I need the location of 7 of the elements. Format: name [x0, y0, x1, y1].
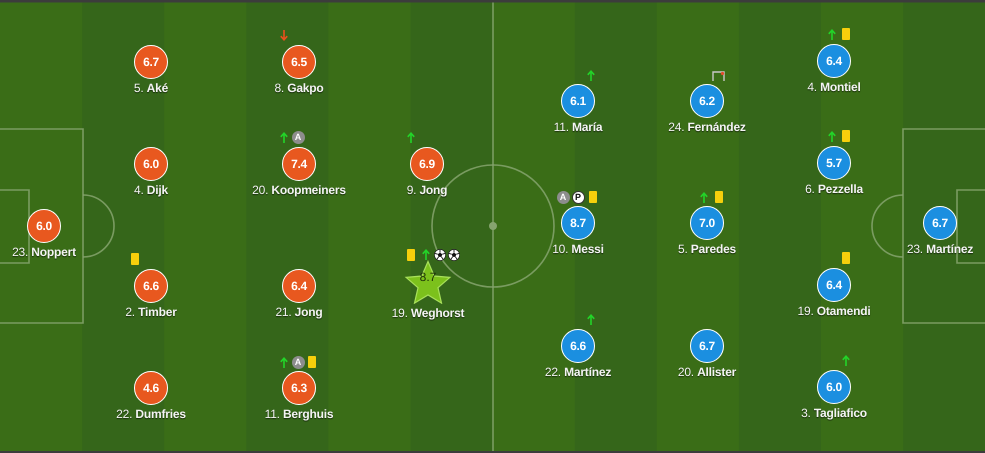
player-name: 2. Timber: [125, 305, 177, 319]
player-name: 23. Noppert: [12, 245, 76, 259]
player-name: 23. Martínez: [906, 242, 974, 256]
player-name: 4. Dijk: [134, 183, 168, 197]
player-name: 6. Pezzella: [805, 182, 863, 196]
player-name: 5. Aké: [134, 81, 168, 95]
player-name: 4. Montiel: [807, 80, 861, 94]
